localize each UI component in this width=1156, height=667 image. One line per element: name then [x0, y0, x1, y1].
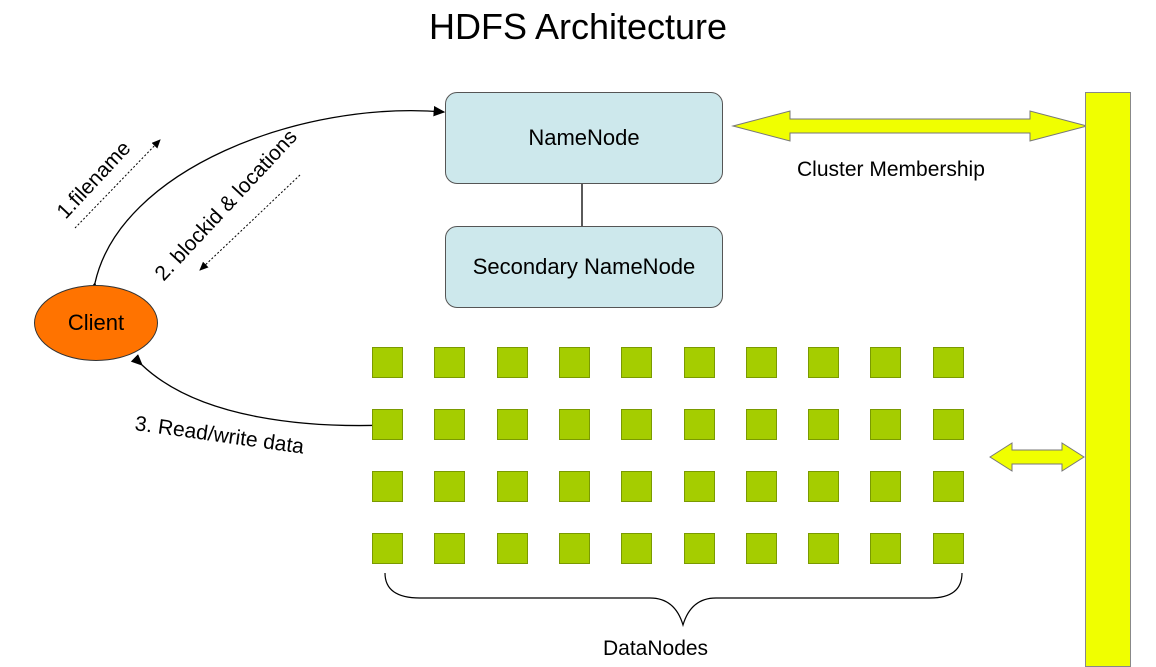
datanode	[559, 471, 590, 502]
datanode	[372, 471, 403, 502]
blockid-response-arrow	[199, 174, 301, 271]
diagram-title: HDFS Architecture	[428, 6, 728, 47]
datanode	[746, 409, 777, 440]
datanode	[808, 409, 839, 440]
datanode	[684, 347, 715, 378]
datanode	[808, 533, 839, 564]
client-datanode-arrow	[130, 354, 390, 431]
datanode	[746, 347, 777, 378]
datanode	[746, 533, 777, 564]
datanode	[497, 409, 528, 440]
datanode	[372, 533, 403, 564]
datanode	[497, 347, 528, 378]
cluster-membership-label: Cluster Membership	[797, 158, 985, 181]
datanodes-label: DataNodes	[603, 637, 709, 660]
datanode	[933, 347, 964, 378]
datanode	[933, 471, 964, 502]
datanode	[684, 533, 715, 564]
secondary-namenode-label: Secondary NameNode	[472, 254, 696, 279]
datanode	[559, 347, 590, 378]
datanode	[497, 533, 528, 564]
datanode	[434, 409, 465, 440]
client-label: Client	[67, 310, 125, 335]
datanode-membership-arrow	[989, 442, 1085, 472]
datanode	[870, 409, 901, 440]
datanode	[372, 409, 403, 440]
datanode	[684, 471, 715, 502]
datanode	[372, 347, 403, 378]
secondary-namenode-box: Secondary NameNode	[445, 226, 723, 308]
client-node: Client	[34, 285, 158, 361]
datanode	[870, 471, 901, 502]
namenode-label: NameNode	[528, 125, 640, 150]
datanode	[621, 347, 652, 378]
datanode	[870, 533, 901, 564]
datanode	[434, 471, 465, 502]
cluster-membership-bar	[1085, 92, 1131, 667]
datanode	[621, 409, 652, 440]
datanode	[684, 409, 715, 440]
datanode	[497, 471, 528, 502]
client-namenode-arrow	[87, 105, 446, 295]
datanode	[559, 533, 590, 564]
datanode	[933, 533, 964, 564]
datanodes-brace	[384, 572, 963, 628]
cluster-membership-arrow	[731, 110, 1089, 142]
namenode-box: NameNode	[445, 92, 723, 184]
filename-request-arrow	[74, 139, 161, 229]
datanode	[434, 533, 465, 564]
datanode	[933, 409, 964, 440]
datanode	[621, 533, 652, 564]
datanode	[434, 347, 465, 378]
datanode	[808, 347, 839, 378]
datanode	[621, 471, 652, 502]
datanode	[559, 409, 590, 440]
datanode	[870, 347, 901, 378]
datanode	[808, 471, 839, 502]
datanode	[746, 471, 777, 502]
